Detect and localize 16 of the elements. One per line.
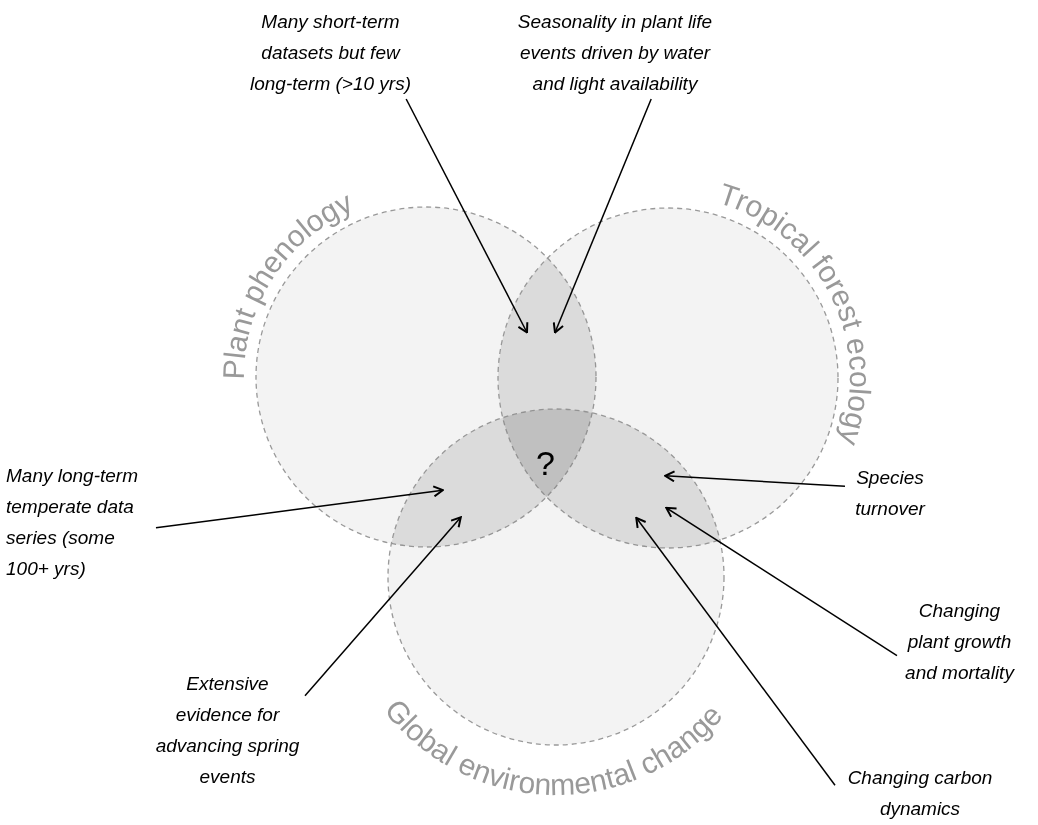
leader-arrow [635, 516, 836, 786]
callout-text: Many long-term temperate data series (some 100+ yrs) [6, 464, 139, 581]
callout-text: Extensive evidence for advancing spring events [154, 672, 301, 789]
center-label: ? [536, 446, 555, 480]
leader-arrow [664, 470, 846, 487]
callout-text: Changing carbon dynamics [846, 766, 994, 821]
leader-arrow [155, 485, 444, 529]
callout-text: Changing plant growth and mortality [904, 599, 1016, 685]
callout-text: Seasonality in plant life events driven by water and light availability [516, 10, 714, 96]
leader-arrow [304, 516, 462, 697]
leader-arrow [405, 98, 529, 334]
leader-arrow [665, 506, 898, 657]
callout-text: Many short-term datasets but few long-term (>10 yrs) [249, 10, 412, 96]
overlap-region [502, 409, 720, 548]
callout-text: Species turnover [854, 466, 927, 521]
leader-arrow [552, 98, 652, 334]
